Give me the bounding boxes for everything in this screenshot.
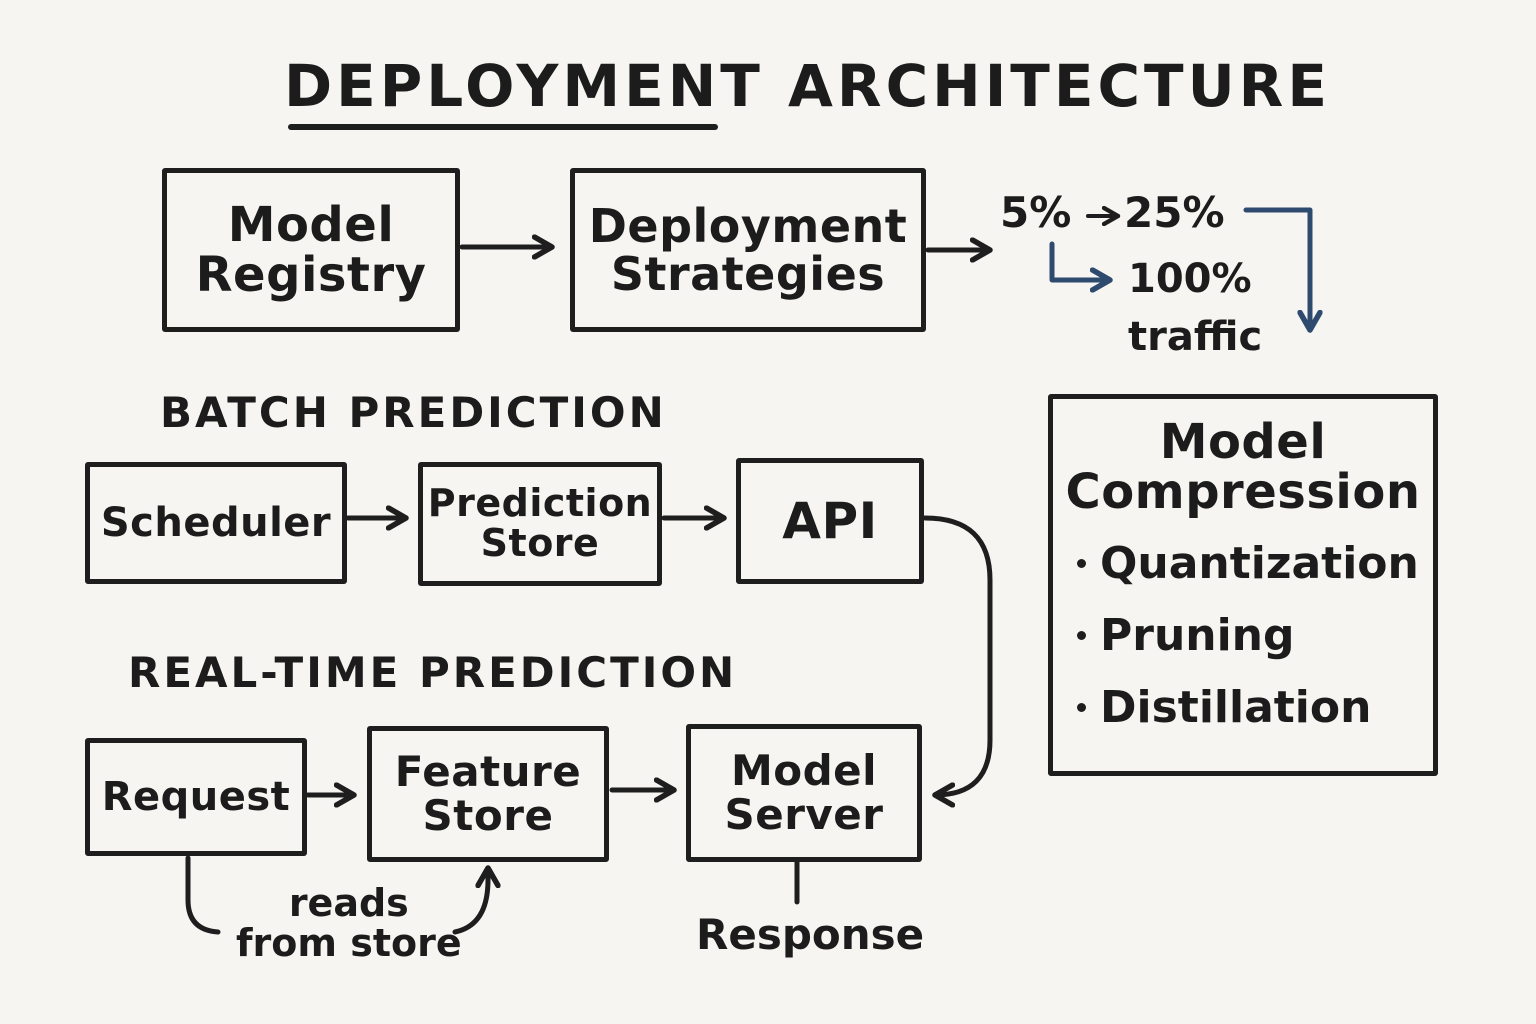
diagram-title: DEPLOYMENT ARCHITECTURE — [284, 52, 1331, 120]
realtime-prediction-heading: REAL-TIME PREDICTION — [128, 648, 738, 697]
deployment-strategies-line1: Deployment — [588, 198, 908, 253]
api-label: API — [782, 491, 878, 550]
bullet-icon — [1077, 631, 1086, 641]
feature-store-box[interactable]: Feature Store — [367, 726, 609, 862]
compression-technique-list: Quantization Pruning Distillation — [1053, 528, 1433, 744]
reads-note-line2: from store — [236, 920, 462, 965]
model-compression-box[interactable]: Model Compression Quantization Pruning D… — [1048, 394, 1438, 776]
bullet-icon — [1077, 559, 1086, 569]
rollout-5-percent: 5% — [1000, 188, 1072, 237]
model-registry-line2: Registry — [195, 247, 427, 303]
technique-distillation: Distillation — [1100, 681, 1372, 733]
technique-pruning: Pruning — [1100, 609, 1295, 661]
compression-title-line1: Model — [1159, 414, 1327, 470]
api-box[interactable]: API — [736, 458, 924, 584]
list-item: Quantization — [1053, 528, 1433, 600]
arrow-25-to-compression — [1243, 207, 1310, 330]
prediction-store-line2: Store — [480, 521, 600, 565]
list-item: Pruning — [1053, 600, 1433, 672]
scheduler-box[interactable]: Scheduler — [85, 462, 347, 584]
rollout-traffic-label: traffic — [1128, 314, 1263, 360]
deployment-strategies-box[interactable]: Deployment Strategies — [570, 168, 926, 332]
feature-store-line2: Store — [422, 791, 554, 840]
arrow-5-to-100 — [1049, 241, 1110, 280]
arrow-reads-right — [452, 868, 488, 935]
compression-title-line2: Compression — [1065, 464, 1421, 521]
reads-note-line1: reads — [288, 881, 409, 925]
request-label: Request — [101, 774, 291, 820]
model-server-line1: Model — [730, 745, 878, 795]
list-item: Distillation — [1053, 672, 1433, 744]
model-server-line2: Server — [724, 790, 884, 839]
batch-prediction-heading: BATCH PREDICTION — [160, 388, 667, 437]
technique-quantization: Quantization — [1100, 537, 1419, 589]
arrow-api-to-model-server — [922, 515, 993, 795]
request-box[interactable]: Request — [85, 738, 307, 856]
prediction-store-box[interactable]: Prediction Store — [418, 462, 662, 586]
arrow-reads-left — [185, 855, 221, 935]
model-registry-box[interactable]: Model Registry — [162, 168, 460, 332]
bullet-icon — [1077, 703, 1086, 713]
scheduler-label: Scheduler — [100, 500, 332, 546]
response-label: Response — [696, 910, 925, 959]
title-underline — [288, 124, 718, 130]
feature-store-line1: Feature — [394, 746, 582, 796]
model-server-box[interactable]: Model Server — [686, 724, 922, 862]
reads-from-store-note: reads from store — [236, 881, 462, 965]
rollout-25-percent: 25% — [1124, 188, 1225, 237]
prediction-store-line1: Prediction — [427, 481, 653, 526]
model-registry-line1: Model — [227, 196, 395, 253]
deployment-strategies-line2: Strategies — [610, 247, 886, 301]
rollout-100-percent: 100% — [1128, 256, 1252, 302]
